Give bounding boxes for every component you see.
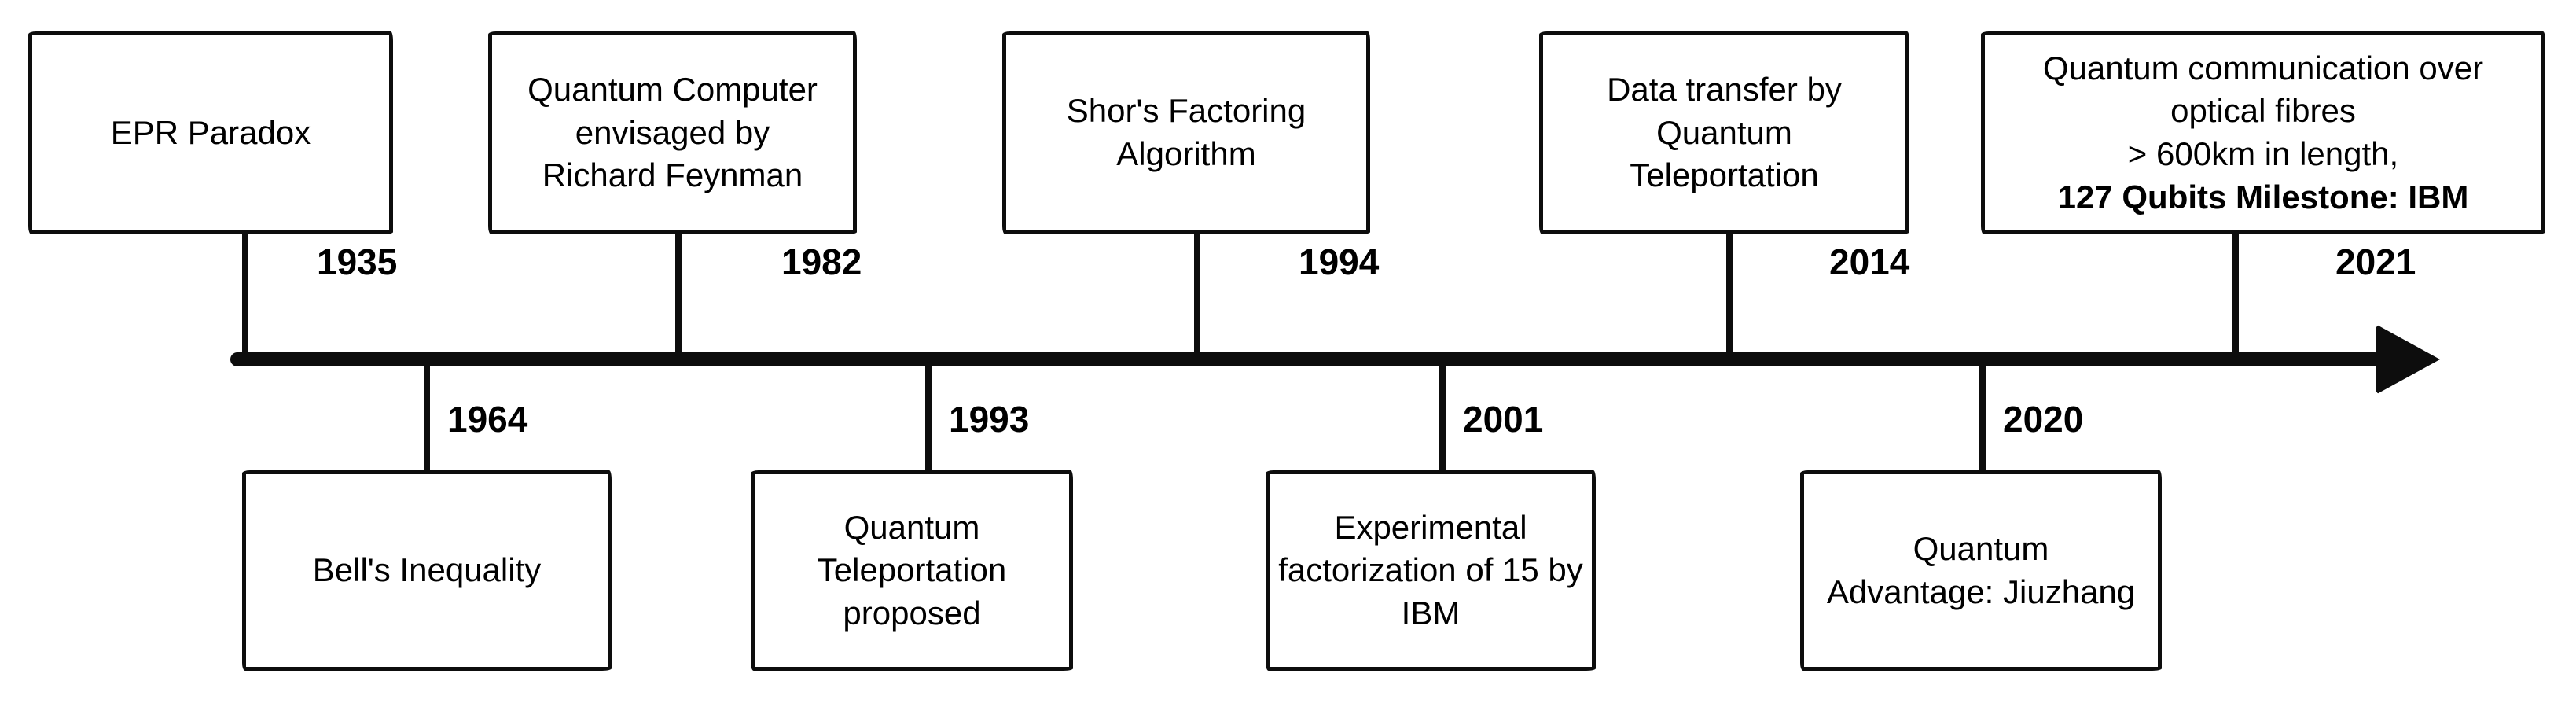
connector-2014 (1726, 231, 1733, 357)
connector-1982 (675, 231, 682, 357)
event-box-data-transfer-teleportation: Data transfer by Quantum Teleportation (1539, 31, 1909, 234)
connector-2021 (2232, 231, 2239, 357)
connector-1935 (242, 231, 248, 357)
event-label: Bell's Inequality (312, 551, 542, 589)
event-label-bold: 127 Qubits Milestone: IBM (2057, 178, 2469, 215)
event-label: Experimental factorization of 15 by IBM (1278, 508, 1583, 632)
event-label: Quantum Computer envisaged by Richard Fe… (527, 71, 818, 194)
event-box-quantum-computer-envisaged: Quantum Computer envisaged by Richard Fe… (488, 31, 857, 234)
arrowhead-right-icon (2376, 324, 2440, 395)
year-label-2001: 2001 (1463, 399, 1544, 440)
year-label-2014: 2014 (1829, 241, 1910, 282)
year-label-1964: 1964 (447, 399, 528, 440)
event-box-experimental-factorization: Experimental factorization of 15 by IBM (1266, 470, 1596, 671)
connector-1994 (1194, 231, 1200, 357)
event-label: Quantum communication over optical fibre… (2042, 49, 2484, 172)
year-label-2021: 2021 (2335, 241, 2416, 282)
event-label: Quantum Teleportation proposed (817, 508, 1007, 632)
event-box-bells-inequality: Bell's Inequality (242, 470, 612, 671)
event-label: Shor's Factoring Algorithm (1066, 92, 1306, 172)
event-box-quantum-teleportation-proposed: Quantum Teleportation proposed (751, 470, 1073, 671)
event-label: Data transfer by Quantum Teleportation (1607, 71, 1842, 194)
year-label-1994: 1994 (1299, 241, 1380, 282)
year-label-1935: 1935 (317, 241, 398, 282)
connector-1964 (424, 362, 430, 473)
event-box-quantum-advantage-jiuzhang: Quantum Advantage: Jiuzhang (1800, 470, 2162, 671)
event-label: EPR Paradox (110, 113, 311, 151)
year-label-1993: 1993 (949, 399, 1030, 440)
event-box-quantum-communication-127-qubits: Quantum communication over optical fibre… (1981, 31, 2545, 234)
year-label-1982: 1982 (781, 241, 862, 282)
event-label: Quantum Advantage: Jiuzhang (1826, 529, 2136, 610)
event-box-shors-factoring-algorithm: Shor's Factoring Algorithm (1002, 31, 1370, 234)
connector-2020 (1979, 362, 1986, 473)
event-box-epr-paradox: EPR Paradox (28, 31, 393, 234)
connector-2001 (1439, 362, 1446, 473)
timeline-axis (230, 352, 2382, 366)
connector-1993 (925, 362, 932, 473)
year-label-2020: 2020 (2003, 399, 2084, 440)
